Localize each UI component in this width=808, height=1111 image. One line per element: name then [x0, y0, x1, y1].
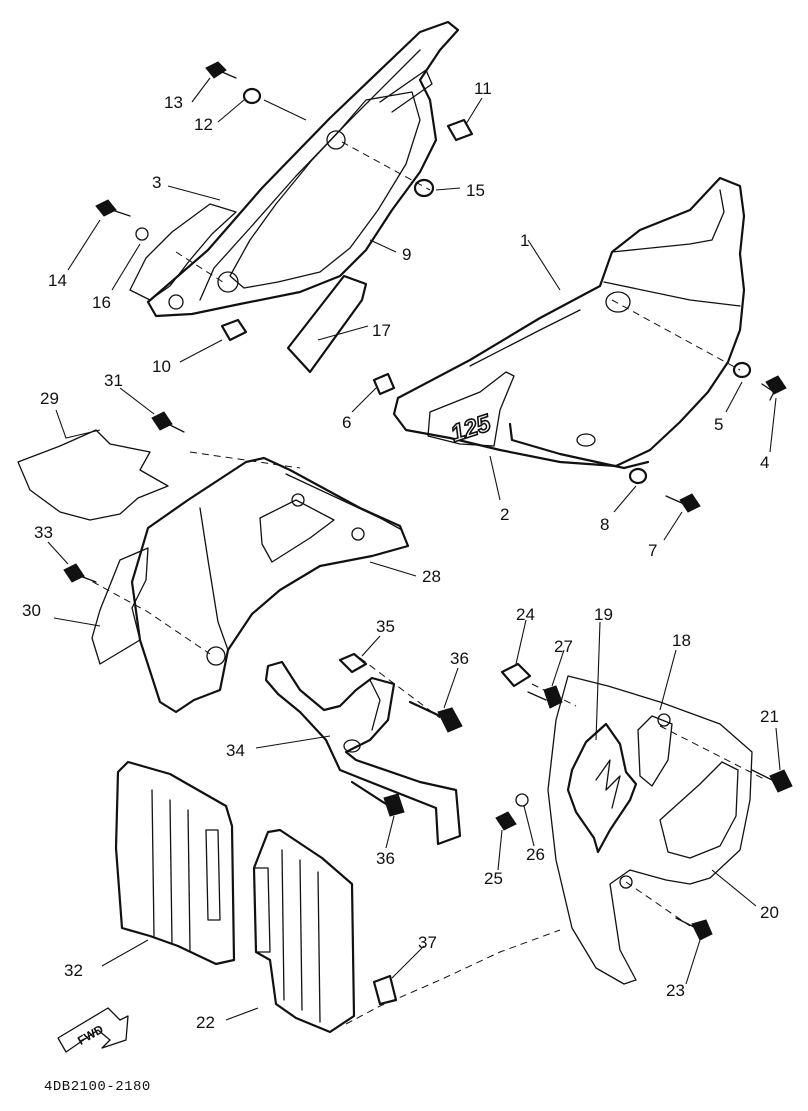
label-27: 27 — [554, 637, 573, 656]
label-14: 14 — [48, 271, 67, 290]
alignment-lines — [81, 141, 767, 927]
label-15: 15 — [466, 181, 485, 200]
label-16: 16 — [92, 293, 111, 312]
sticker-part-30 — [91, 547, 149, 665]
decal-part-19 — [566, 722, 638, 854]
radiator-cover-part-28 — [130, 456, 410, 714]
label-1: 1 — [520, 231, 529, 250]
label-29: 29 — [40, 389, 59, 408]
label-34: 34 — [226, 741, 245, 760]
washer-part-16 — [135, 227, 149, 241]
fwd-text: FWD — [75, 1022, 106, 1048]
label-3: 3 — [152, 173, 161, 192]
label-21: 21 — [760, 707, 779, 726]
collar-part-5 — [732, 361, 752, 379]
sticker-part-29 — [17, 429, 169, 521]
nut-part-24 — [500, 662, 532, 688]
label-30: 30 — [22, 601, 41, 620]
label-36-lower: 36 — [376, 849, 395, 868]
label-9: 9 — [402, 245, 411, 264]
label-13: 13 — [164, 93, 183, 112]
clip-part-37 — [345, 929, 561, 1025]
label-18: 18 — [672, 631, 691, 650]
label-7: 7 — [648, 541, 657, 560]
bolt-part-36-upper — [408, 700, 463, 733]
bolt-part-4 — [761, 375, 787, 401]
label-10: 10 — [152, 357, 171, 376]
label-26: 26 — [526, 845, 545, 864]
diagram-code: 4DB2100-2180 — [44, 1079, 151, 1095]
label-28: 28 — [422, 567, 441, 586]
label-8: 8 — [600, 515, 609, 534]
collar-part-35 — [338, 652, 368, 674]
label-33: 33 — [34, 523, 53, 542]
label-24: 24 — [516, 605, 535, 624]
bolt-part-14 — [95, 199, 131, 217]
shroud-part-20 — [547, 675, 753, 985]
label-37: 37 — [418, 933, 437, 952]
bolt-part-31 — [151, 411, 185, 433]
bolt-part-25 — [495, 811, 517, 831]
label-22: 22 — [196, 1013, 215, 1032]
bolt-part-23 — [675, 917, 713, 941]
label-12: 12 — [194, 115, 213, 134]
pad-part-17 — [286, 274, 368, 374]
label-32: 32 — [64, 961, 83, 980]
side-cover-part-1: 125 — [392, 176, 746, 470]
label-17: 17 — [372, 321, 391, 340]
part-number-labels: 1 2 3 4 5 6 7 8 9 10 11 12 13 14 15 16 1… — [22, 79, 779, 1032]
label-4: 4 — [760, 453, 769, 472]
decal-125-text: 125 — [448, 409, 495, 447]
label-35: 35 — [376, 617, 395, 636]
label-25: 25 — [484, 869, 503, 888]
washer-part-12 — [242, 87, 262, 105]
bolt-part-36-lower — [350, 780, 405, 817]
label-36-upper: 36 — [450, 649, 469, 668]
grommet-part-6 — [372, 372, 396, 396]
label-23: 23 — [666, 981, 685, 1000]
forward-direction-arrow: FWD — [57, 1007, 129, 1053]
leader-lines — [47, 77, 781, 1021]
label-5: 5 — [714, 415, 723, 434]
decal-part-19-detail — [595, 759, 621, 809]
bolt-part-21 — [751, 769, 793, 793]
label-31: 31 — [104, 371, 123, 390]
grommet-part-11 — [446, 118, 474, 142]
washer-part-15 — [413, 178, 435, 198]
label-2: 2 — [500, 505, 509, 524]
grommet-part-10 — [220, 318, 248, 342]
bracket-part-3 — [129, 203, 237, 301]
label-6: 6 — [342, 413, 351, 432]
label-11: 11 — [474, 79, 492, 98]
collar-part-8 — [628, 467, 648, 485]
label-19: 19 — [594, 605, 613, 624]
bracket-part-34 — [264, 660, 462, 846]
washer-part-26 — [515, 793, 529, 807]
radiator-louver-part-32 — [114, 760, 236, 966]
bolt-part-27 — [527, 685, 563, 709]
side-cover-frame-part-9 — [146, 20, 460, 318]
bolt-part-33 — [63, 563, 97, 583]
radiator-louver-part-22 — [252, 828, 356, 1034]
label-20: 20 — [760, 903, 779, 922]
bolt-part-13 — [205, 61, 237, 79]
bolt-part-7 — [665, 493, 701, 513]
